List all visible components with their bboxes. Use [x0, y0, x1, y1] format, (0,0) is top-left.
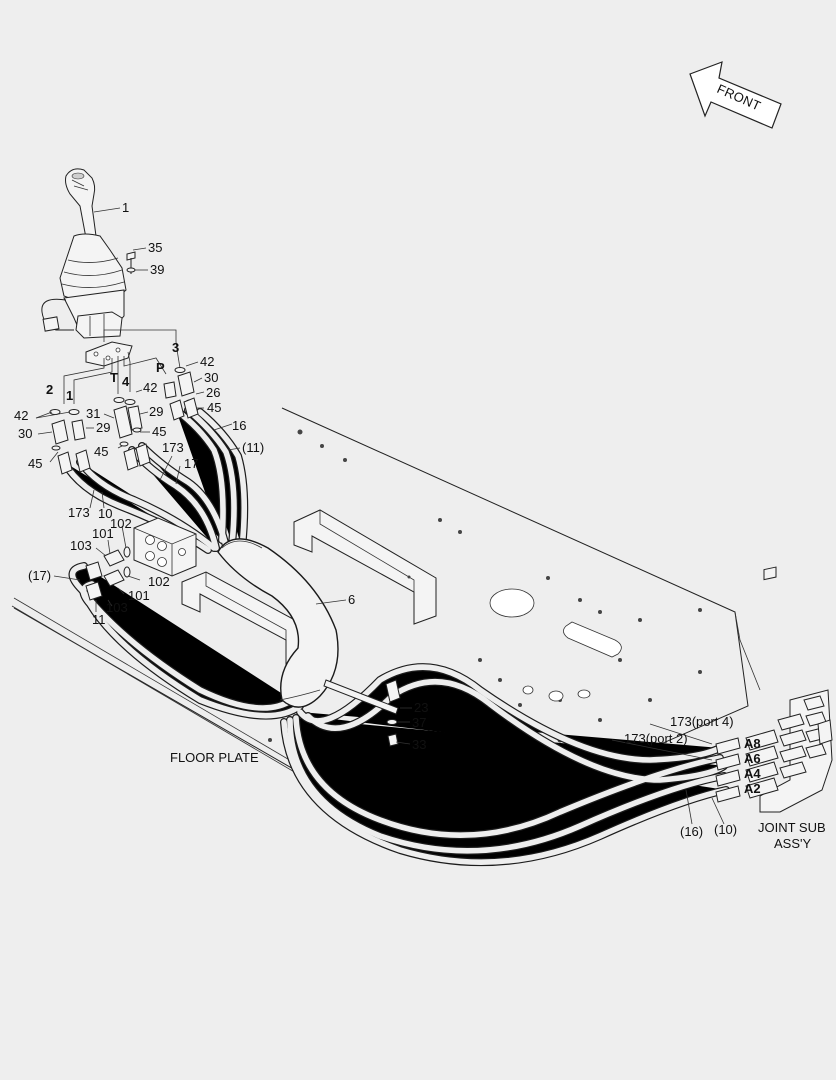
callout-45b: 45: [152, 424, 166, 439]
callout-6: 6: [348, 592, 355, 607]
callout-17: 17: [184, 456, 198, 471]
callout-45c: 45: [28, 456, 42, 471]
callout-16-ref: (16): [680, 824, 703, 839]
callout-42c: 42: [14, 408, 28, 423]
callout-35: 35: [148, 240, 162, 255]
plate-bracket-lower: [181, 571, 307, 677]
callout-173a: 173: [162, 440, 184, 455]
callout-31: 31: [86, 406, 100, 421]
hose-bundle: [64, 410, 726, 862]
callout-port-2: 2: [46, 382, 53, 397]
callout-45a: 45: [207, 400, 221, 415]
callout-101a: 101: [92, 526, 114, 541]
callout-A6: A6: [744, 751, 761, 766]
callout-1: 1: [122, 200, 129, 215]
mounting-flange: [85, 341, 133, 367]
callout-30a: 30: [204, 370, 218, 385]
callout-23: 23: [414, 700, 428, 715]
plate-bracket-upper: [293, 509, 437, 625]
callout-103a: 103: [70, 538, 92, 553]
callout-16: 16: [232, 418, 246, 433]
callout-A4: A4: [744, 766, 761, 781]
callout-45d: 45: [94, 444, 108, 459]
callout-39: 39: [150, 262, 164, 277]
callout-26: 26: [206, 385, 220, 400]
joint-sub-assembly: [715, 566, 833, 813]
callout-173-port2: 173(port 2): [624, 731, 688, 746]
front-arrow: FRONT: [689, 61, 782, 129]
callout-101b: 101: [128, 588, 150, 603]
callout-29a: 29: [149, 404, 163, 419]
valve-block: [85, 517, 197, 601]
protective-sleeve: [217, 538, 339, 708]
joint-sub-label-line1: JOINT SUB: [758, 820, 826, 835]
callout-labels: 1 35 39 3 42 30 26 45 P T 4 42 31 29 45 …: [14, 200, 826, 851]
callout-10: 10: [98, 506, 112, 521]
joint-sub-label-line2: ASS'Y: [774, 836, 811, 851]
callout-37: 37: [412, 715, 426, 730]
plate-slot-upper: [563, 621, 622, 658]
callout-17-ref: (17): [28, 568, 51, 583]
hose-end-fittings: [57, 397, 199, 475]
callout-29b: 29: [96, 420, 110, 435]
callout-port-P: P: [156, 360, 165, 375]
callout-33: 33: [412, 737, 426, 752]
joystick-lever: [41, 168, 136, 339]
callout-173-port4: 173(port 4): [670, 714, 734, 729]
leader-lines: [35, 207, 725, 825]
plate-round-opening: [489, 588, 535, 618]
callout-port-3: 3: [172, 340, 179, 355]
callout-10-ref: (10): [714, 822, 737, 837]
callout-42a: 42: [200, 354, 214, 369]
callout-102a: 102: [110, 516, 132, 531]
hose-clamp: [323, 679, 401, 747]
floor-plate-label: FLOOR PLATE: [170, 750, 259, 765]
callout-11: 11: [92, 612, 106, 627]
callout-port-4: 4: [122, 374, 130, 389]
callout-103b: 103: [106, 600, 128, 615]
port-indicator-lines: [63, 329, 181, 404]
callout-A8: A8: [744, 736, 761, 751]
callout-102b: 102: [148, 574, 170, 589]
callout-port-T: T: [110, 370, 118, 385]
callout-port-1: 1: [66, 388, 73, 403]
callout-11-ref: (11): [242, 440, 264, 455]
callout-30b: 30: [18, 426, 32, 441]
callout-A2: A2: [744, 781, 761, 796]
callout-42b: 42: [143, 380, 157, 395]
callout-173b: 173: [68, 505, 90, 520]
